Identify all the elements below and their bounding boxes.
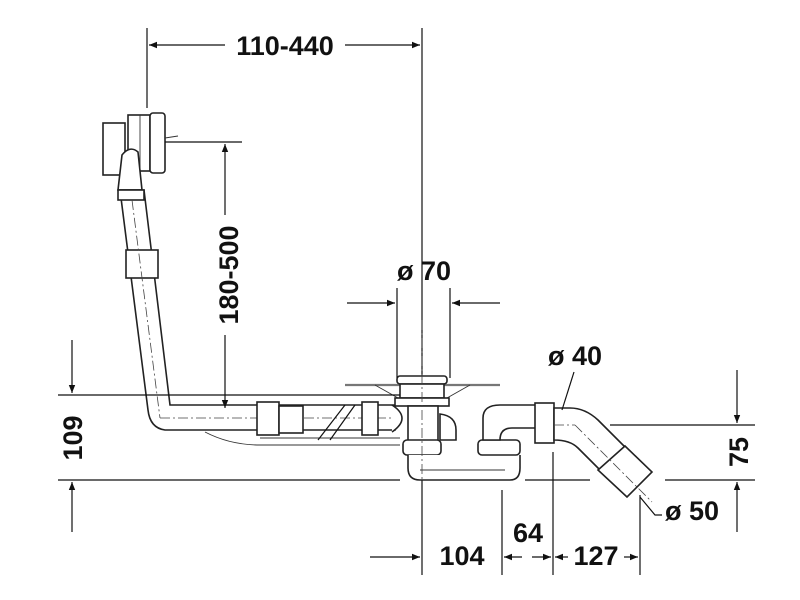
dim-label-64: 64 <box>513 518 543 548</box>
overflow-pipe <box>117 189 400 446</box>
dim-label-75: 75 <box>724 437 754 467</box>
dim-label-104: 104 <box>439 541 484 571</box>
dimension-waste-diameter: ø 70 <box>347 256 500 378</box>
overflow-head <box>102 112 242 191</box>
dimension-total-height: 109 <box>58 340 590 532</box>
dim-label-109: 109 <box>58 415 88 460</box>
dim-label-127: 127 <box>573 541 618 571</box>
dimension-outlet-height: 75 <box>610 370 755 532</box>
waste-body <box>345 320 539 481</box>
dim-label-180-500: 180-500 <box>214 225 244 324</box>
dim-label-110-440: 110-440 <box>236 31 334 61</box>
dimension-trap-diameter: ø 40 <box>548 341 602 411</box>
outlet-elbow <box>534 402 654 503</box>
dim-label-diameter-70: ø 70 <box>397 256 451 286</box>
dim-label-diameter-40: ø 40 <box>548 341 602 371</box>
dimension-overflow-height: 180-500 <box>214 144 244 408</box>
dimension-outlet-diameter: ø 50 <box>639 496 719 526</box>
dimension-bottom-row: 104 64 127 <box>370 452 641 575</box>
dimension-overflow-offset: 110-440 <box>146 28 423 575</box>
dim-label-diameter-50: ø 50 <box>665 496 719 526</box>
